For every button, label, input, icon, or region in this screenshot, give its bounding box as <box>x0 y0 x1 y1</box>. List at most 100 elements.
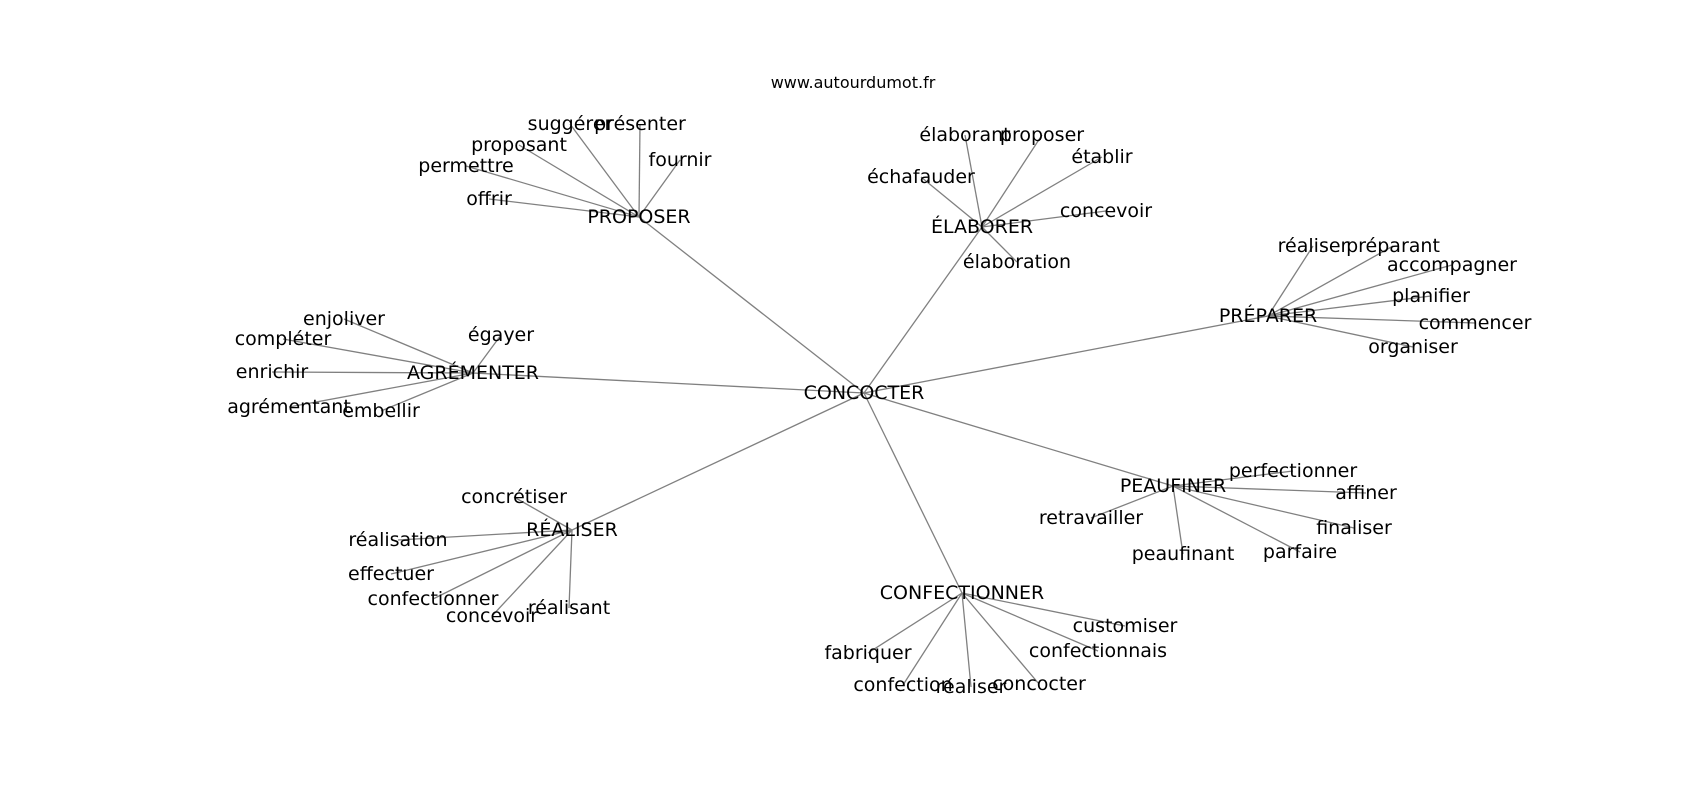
edge-group-to-word <box>964 134 983 228</box>
edge-group-to-word <box>961 592 1040 685</box>
edge-group-to-word <box>569 123 640 218</box>
related-word[interactable]: fournir <box>649 149 712 171</box>
related-word[interactable]: concevoir <box>1060 200 1152 222</box>
related-word[interactable]: customiser <box>1073 615 1178 637</box>
group-word[interactable]: ÉLABORER <box>931 215 1033 238</box>
related-word[interactable]: peaufinant <box>1132 543 1235 565</box>
edge-center-to-group <box>638 216 865 394</box>
related-word[interactable]: agrémentant <box>227 396 351 418</box>
related-word[interactable]: embellir <box>342 400 420 422</box>
related-word[interactable]: affiner <box>1335 482 1397 504</box>
edge-group-to-word <box>638 159 681 218</box>
related-word[interactable]: compléter <box>235 328 332 350</box>
edge-group-to-word <box>397 529 573 541</box>
edge-group-to-word <box>1267 315 1414 348</box>
group-word[interactable]: CONFECTIONNER <box>880 582 1044 604</box>
edge-group-to-word <box>288 372 474 408</box>
related-word[interactable]: confectionner <box>368 588 499 610</box>
edge-group-to-word <box>920 176 983 228</box>
edge-group-to-word <box>1172 485 1355 529</box>
related-word[interactable]: réaliser <box>936 676 1007 698</box>
edge-group-to-word <box>1267 264 1453 317</box>
edge-group-to-word <box>981 226 1018 263</box>
group-word[interactable]: PROPOSER <box>587 206 690 228</box>
edge-group-to-word <box>343 318 474 374</box>
related-word[interactable]: parfaire <box>1263 541 1337 563</box>
group-word[interactable]: PRÉPARER <box>1219 304 1317 327</box>
edge-group-to-word <box>1267 245 1394 317</box>
edge-group-to-word <box>902 592 963 686</box>
related-word[interactable]: enrichir <box>236 361 309 383</box>
related-word[interactable]: fabriquer <box>824 642 911 664</box>
related-word[interactable]: commencer <box>1419 312 1532 334</box>
related-word[interactable]: effectuer <box>348 563 434 585</box>
edge-group-to-word <box>638 123 641 218</box>
related-word[interactable]: retravailler <box>1039 507 1143 529</box>
related-word[interactable]: offrir <box>466 188 512 210</box>
site-title: www.autourdumot.fr <box>771 73 936 92</box>
related-word[interactable]: élaborant <box>919 124 1010 146</box>
related-word[interactable]: réalisant <box>528 597 610 619</box>
edge-group-to-word <box>380 372 474 412</box>
edge-group-to-word <box>981 210 1107 228</box>
related-word[interactable]: présenter <box>594 113 686 135</box>
edge-group-to-word <box>488 198 640 218</box>
edge-group-to-word <box>867 592 963 654</box>
edge-group-to-word <box>961 592 972 688</box>
group-word[interactable]: RÉALISER <box>526 518 618 541</box>
edge-group-to-word <box>390 529 573 575</box>
group-word[interactable]: PEAUFINER <box>1120 475 1226 497</box>
edge-group-to-word <box>1172 485 1367 494</box>
edges <box>271 123 1476 688</box>
related-word[interactable]: concrétiser <box>461 486 567 508</box>
related-word[interactable]: réaliser <box>1278 235 1349 257</box>
edge-group-to-word <box>282 338 474 374</box>
related-word[interactable]: élaboration <box>963 251 1071 273</box>
related-word[interactable]: enjoliver <box>303 308 385 330</box>
edge-group-to-word <box>1267 245 1314 317</box>
edge-group-to-word <box>961 592 1126 627</box>
edge-center-to-group <box>863 392 963 594</box>
related-word[interactable]: égayer <box>468 324 534 346</box>
edge-group-to-word <box>568 529 573 609</box>
edge-group-to-word <box>465 165 640 218</box>
edge-center-to-group <box>571 392 865 531</box>
edge-group-to-word <box>1267 295 1432 317</box>
related-word[interactable]: confectionnais <box>1029 640 1167 662</box>
related-word[interactable]: concocter <box>992 673 1086 695</box>
edge-group-to-word <box>513 496 573 531</box>
group-word[interactable]: AGRÉMENTER <box>407 361 539 384</box>
related-word[interactable]: échafauder <box>867 166 975 188</box>
edge-group-to-word <box>472 334 502 374</box>
related-word[interactable]: réalisation <box>348 529 447 551</box>
related-word[interactable]: finaliser <box>1316 517 1392 539</box>
edge-center-to-group <box>863 226 983 394</box>
edge-group-to-word <box>1172 470 1294 487</box>
related-word[interactable]: établir <box>1071 146 1132 168</box>
related-word[interactable]: perfectionner <box>1229 460 1358 482</box>
edge-group-to-word <box>981 156 1103 228</box>
related-word[interactable]: confection <box>853 674 952 696</box>
edge-group-to-word <box>981 134 1043 228</box>
edge-group-to-word <box>1172 485 1184 555</box>
edge-center-to-group <box>472 372 865 394</box>
related-word[interactable]: suggérer <box>528 113 613 135</box>
related-word[interactable]: permettre <box>418 155 513 177</box>
edge-group-to-word <box>491 529 573 617</box>
related-word[interactable]: concevoir <box>446 605 538 627</box>
edge-group-to-word <box>1267 315 1476 324</box>
center-word[interactable]: CONCOCTER <box>804 382 925 404</box>
related-word[interactable]: accompagner <box>1387 254 1517 276</box>
edge-group-to-word <box>961 592 1099 652</box>
related-word[interactable]: proposant <box>471 134 567 156</box>
edge-group-to-word <box>432 529 573 600</box>
related-word[interactable]: préparant <box>1346 235 1440 257</box>
related-word[interactable]: organiser <box>1368 336 1458 358</box>
edge-center-to-group <box>863 315 1269 394</box>
related-word[interactable]: planifier <box>1392 285 1470 307</box>
edge-group-to-word <box>518 144 640 218</box>
related-word[interactable]: proposer <box>1000 124 1084 146</box>
edge-group-to-word <box>1172 485 1301 553</box>
